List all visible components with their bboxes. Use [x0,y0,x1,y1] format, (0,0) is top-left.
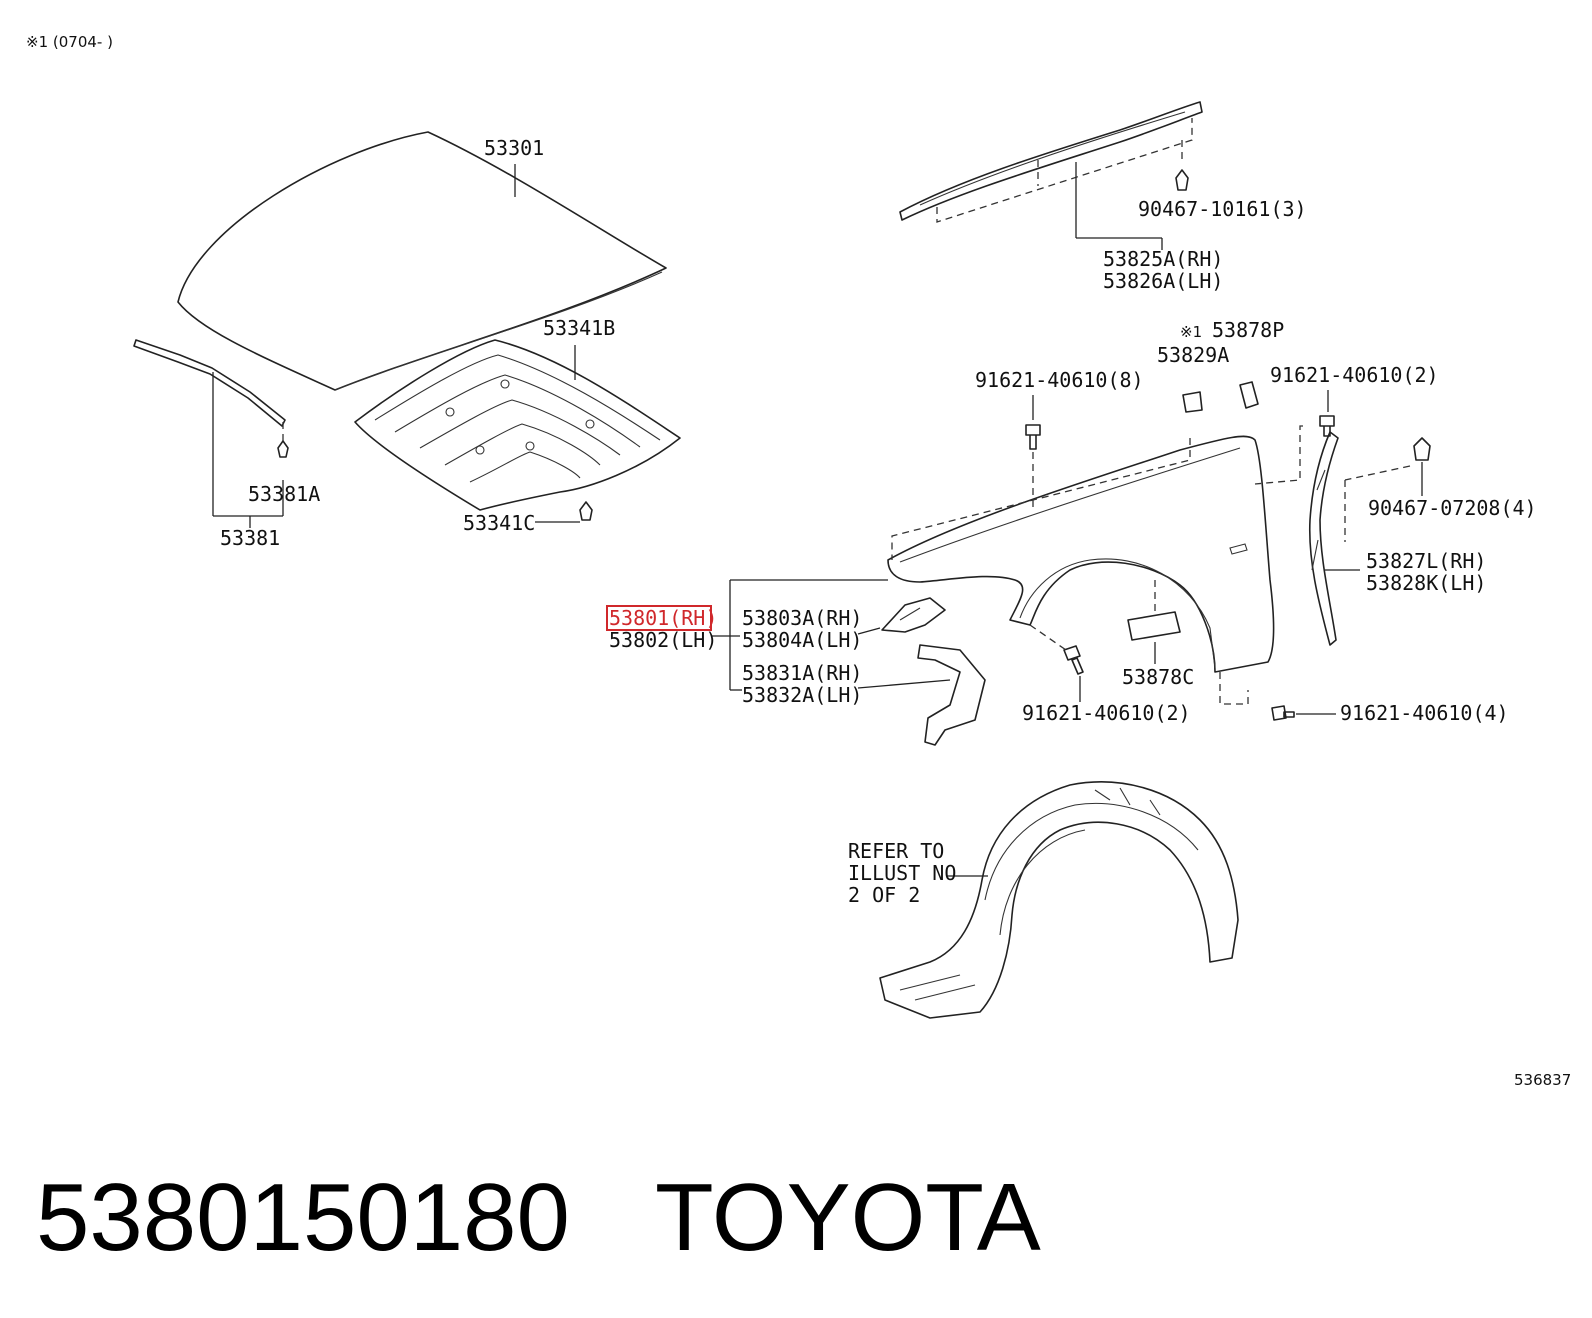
hood-panel [177,131,667,391]
callout-fender-seal[interactable]: 53829A [1157,343,1229,367]
cowl-dash-box [936,118,1193,223]
fender-support-part [917,644,986,746]
callout-bolt-right-top[interactable]: 91621-40610(2) [1270,363,1439,387]
callout-seal-clip[interactable]: 53381A [248,482,320,506]
callout-insulator[interactable]: 53341B [543,316,615,340]
cowl-side-panel [899,101,1203,221]
bolt-right-top-dash [1254,425,1303,485]
callout-insulator-clip[interactable]: 53341C [463,511,535,535]
fender-seal-part [1182,391,1203,413]
callout-liner-lh[interactable]: 53828K(LH) [1366,571,1486,595]
callout-bracket-lh[interactable]: 53804A(LH) [742,628,862,652]
bolt-bottom-dash [1219,672,1249,705]
callout-liner-rh[interactable]: 53827L(RH) [1366,549,1486,573]
bolt-right-top [1319,415,1335,437]
callout-fender-rh[interactable]: 53801(RH) [609,606,717,630]
callout-bracket-rh[interactable]: 53803A(RH) [742,606,862,630]
refer-line-3: 2 OF 2 [848,883,920,907]
footer-part-number: 5380150180 [36,1164,570,1271]
hood-seal-strip [133,339,286,427]
hood-insulator [354,339,681,511]
callout-cowl-bolt[interactable]: 90467-10161(3) [1138,197,1307,221]
bolt-mid [1063,645,1084,675]
wheel-well-liner [879,781,1239,1019]
callout-cowl-lh[interactable]: 53826A(LH) [1103,269,1223,293]
callout-bolt-bottom[interactable]: 91621-40610(4) [1340,701,1509,725]
fender-dash-top [891,438,1191,560]
highlight-box [606,605,712,631]
liner-clip-dash [1344,465,1411,481]
refer-line-2: ILLUST NO [848,861,956,885]
support-leader [857,679,951,689]
illustration-id: 536837 [1514,1071,1571,1089]
insulator-clip [579,501,593,521]
liner-clip [1413,437,1431,461]
callout-hood[interactable]: 53301 [484,136,544,160]
front-fender-panel [887,435,1275,673]
seal-clip [277,440,289,458]
callout-spacer[interactable]: 53878C [1122,665,1194,689]
footer-brand: TOYOTA [655,1164,1041,1271]
callout-bolt-top[interactable]: 91621-40610(8) [975,368,1144,392]
bracket-leader [857,627,881,635]
fender-bracket-part [881,597,946,633]
callout-fender-pad[interactable]: 53878P [1212,318,1284,342]
callout-cowl-rh[interactable]: 53825A(RH) [1103,247,1223,271]
header-note: ※1 (0704- ) [26,33,113,51]
callout-clip-right[interactable]: 90467-07208(4) [1368,496,1537,520]
bolt-top [1025,424,1041,450]
callout-bolt-mid[interactable]: 91621-40610(2) [1022,701,1191,725]
callout-support-rh[interactable]: 53831A(RH) [742,661,862,685]
fender-liner-strip [1308,431,1339,646]
refer-line-1: REFER TO [848,839,944,863]
callout-seal[interactable]: 53381 [220,526,280,550]
callout-fender-lh[interactable]: 53802(LH) [609,628,717,652]
bolt-bottom [1271,705,1295,721]
callout-fender-note: ※1 [1180,323,1202,341]
callout-support-lh[interactable]: 53832A(LH) [742,683,862,707]
cowl-clip [1175,169,1189,191]
fender-pad-part [1239,381,1259,409]
spacer-block [1127,611,1181,641]
bolt-mid-dash [1029,624,1067,651]
